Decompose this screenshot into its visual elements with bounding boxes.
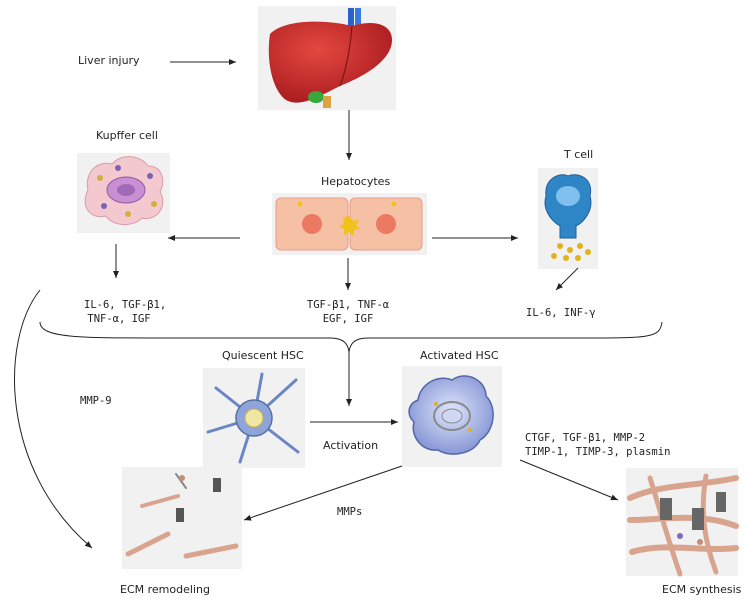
activated-hsc-label: Activated HSC (420, 349, 499, 362)
quiescent-hsc-icon (206, 372, 300, 464)
ecm-remodeling-label: ECM remodeling (120, 583, 210, 596)
hepatocyte-factors-line2: EGF, IGF (322, 313, 374, 325)
ecm-network-icon (627, 473, 739, 577)
activation-label: Activation (323, 439, 379, 452)
t-cell-label: T cell (564, 148, 594, 161)
hepatocytes-label: Hepatocytes (321, 175, 391, 188)
t-cell-icon (544, 174, 592, 261)
synthesis-factors-line2: TIMP-1, TIMP-3, plasmin (525, 446, 671, 458)
quiescent-hsc-label: Quiescent HSC (222, 349, 304, 362)
mmps-label: MMPs (337, 506, 363, 518)
hepatocyte-factors-line1: TGF-β1, TNF-α (306, 299, 390, 311)
activated-hsc-icon (408, 375, 494, 455)
kupffer-factors-line2: TNF-α, IGF (87, 313, 151, 325)
ecm-fragments-icon (125, 473, 239, 559)
liver-injury-label: Liver injury (78, 54, 140, 67)
liver-icon (268, 8, 392, 108)
kupffer-cell-icon (84, 156, 164, 225)
kupffer-cell-label: Kupffer cell (96, 129, 158, 142)
mmp9-label: MMP-9 (80, 395, 112, 407)
ecm-synthesis-label: ECM synthesis (662, 583, 742, 596)
synthesis-factors-line1: CTGF, TGF-β1, MMP-2 (525, 432, 646, 444)
hepatocytes-icon (275, 197, 423, 251)
tcell-factors-label: IL-6, INF-γ (526, 307, 596, 319)
kupffer-factors-line1: IL-6, TGF-β1, (84, 299, 167, 311)
arrows (14, 59, 663, 549)
